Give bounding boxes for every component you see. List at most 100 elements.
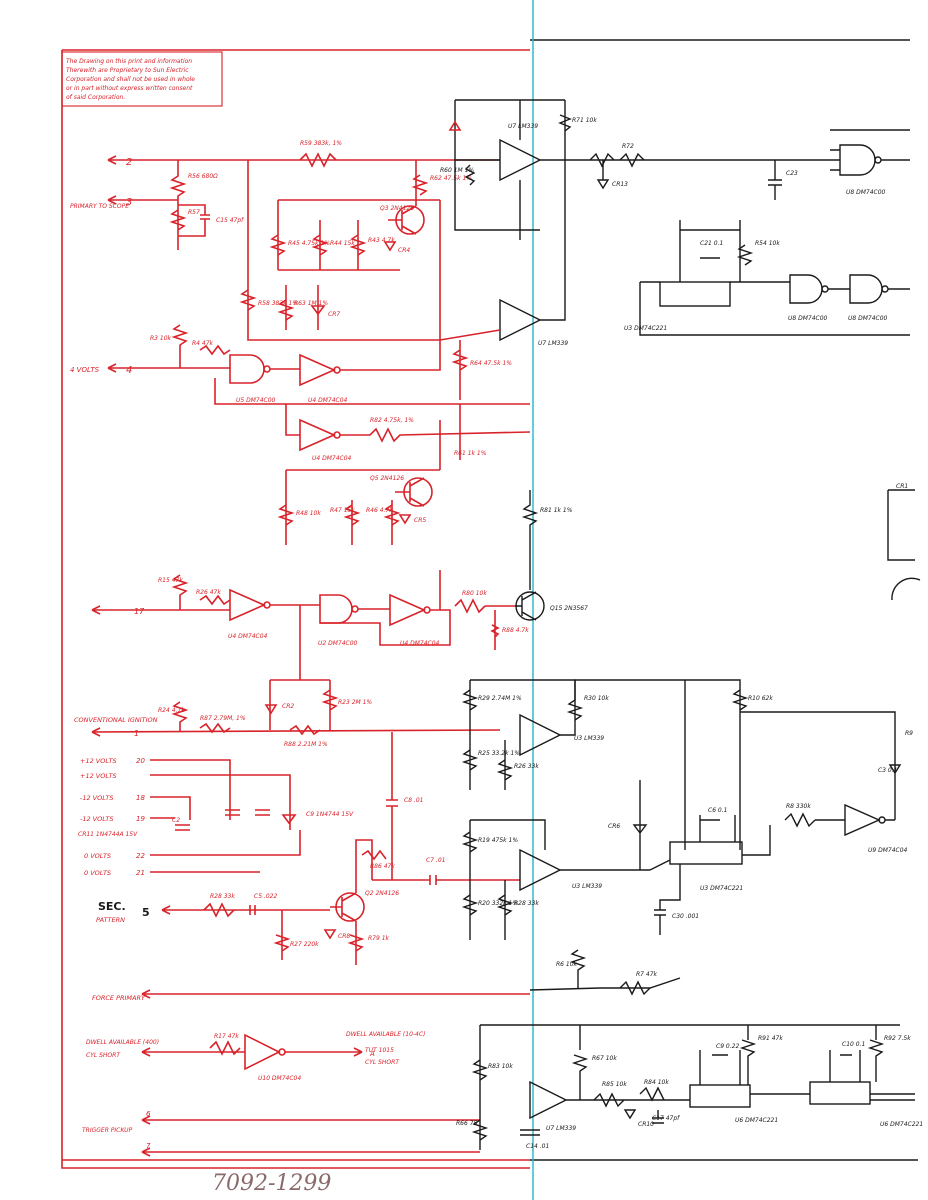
r3-label: R3 10k — [150, 335, 172, 342]
u7c-label: U7 LM339 — [546, 1125, 576, 1132]
r10-label: R10 62k — [748, 695, 773, 702]
c9b-label: C9 0.22 — [716, 1043, 739, 1050]
black-border — [530, 39, 918, 1161]
r19-label: R19 475k 1% — [478, 837, 518, 844]
label-dwell-available: DWELL AVAILABLE (400) — [86, 1039, 159, 1046]
section-ignition: CONVENTIONAL IGNITION 1 R24 4.7k R87 2.7… — [74, 679, 913, 880]
r80-label: R80 10k — [462, 590, 487, 597]
u4a-label: U4 DM74C04 — [308, 397, 348, 404]
r88-label: R88 4.7k — [502, 627, 529, 634]
u6b-label: U6 DM74C221 — [880, 1121, 923, 1128]
u10-label: U10 DM74C04 — [258, 1075, 301, 1082]
cr8-label: CR8 — [338, 933, 350, 940]
section-pin17: 17 R15 47k R26 47k U4 DM74C04 U2 DM74C00… — [91, 570, 588, 680]
r7-label: R7 47k — [636, 971, 658, 978]
cr7-label: CR7 — [328, 311, 340, 318]
pin-17: 17 — [134, 607, 145, 616]
u3a-label: U3 LM339 — [574, 735, 604, 742]
label-zero-a: 0 VOLTS — [84, 852, 111, 860]
r27-label: R27 220k — [290, 941, 319, 948]
r4-label: R4 47k — [192, 340, 214, 347]
section-supplies: +12 VOLTS 20 +12 VOLTS -12 VOLTS 18 -12 … — [78, 757, 354, 877]
u8b-label: U8 DM74C00 — [788, 315, 828, 322]
r45-label: R45 4.75k 1% — [288, 240, 330, 247]
label-dwell-available-out: DWELL AVAILABLE (10-4C) — [346, 1031, 425, 1038]
r66-label: R66 75 — [456, 1120, 478, 1127]
label-4-volts: 4 VOLTS — [70, 366, 100, 374]
section-trigger: 6 7 TRIGGER PICKUP R83 10k R66 75 U7 LM3… — [82, 1024, 923, 1157]
pin-1: 1 — [134, 729, 139, 738]
label-tut: TUT 1015 — [365, 1047, 394, 1054]
q3-label: Q3 2N4126 — [380, 205, 414, 212]
red-border — [61, 49, 530, 1169]
pin-20: 20 — [136, 757, 145, 765]
r92-label: R92 7.5k — [884, 1035, 911, 1042]
r56-label: R56 680Ω — [188, 173, 218, 180]
u4d-label: U4 DM74C04 — [400, 640, 440, 647]
section-q5: Q5 2N4126 R48 10k R47 15k R46 4.7k CR5 R… — [277, 469, 573, 590]
c7-label: C7 .01 — [426, 857, 445, 864]
q15-label: Q15 2N3567 — [550, 605, 588, 612]
c3-label: C3 0.1 — [878, 767, 897, 774]
r81-label: R81 1k 1% — [540, 507, 573, 514]
proprietary-notice: The Drawing on this print and informatio… — [61, 51, 223, 107]
c10-label: C10 0.1 — [842, 1041, 865, 1048]
u7b-label: U7 LM339 — [538, 340, 568, 347]
r61-label: R61 1k 1% — [454, 450, 487, 457]
u6a-label: U6 DM74C221 — [735, 1117, 778, 1124]
notice-line-5: of said Corporation. — [66, 94, 125, 101]
section-sec-pattern: SEC. PATTERN 5 R28 33k C5 .022 R27 220k … — [96, 780, 908, 965]
r47-label: R47 15k — [330, 507, 355, 514]
pin-4: 4 — [126, 365, 132, 376]
drawing-number: 7092-1299 — [212, 1171, 331, 1196]
r57-label: R57 — [188, 209, 200, 216]
c21-label: C21 0.1 — [700, 240, 723, 247]
r82-label: R82 4.75k, 1% — [370, 417, 414, 424]
c6-label: C6 0.1 — [708, 807, 727, 814]
c5-label: C5 .022 — [254, 893, 277, 900]
r30-label: R30 10k — [584, 695, 609, 702]
r6-label: R6 10k — [556, 961, 578, 968]
r26-label: R26 47k — [196, 589, 221, 596]
r60-label: R60 1M 1% — [440, 167, 474, 174]
r54-label: R54 10k — [755, 240, 780, 247]
r23-label: R23 2M 1% — [338, 699, 372, 706]
r72-label: R72 — [622, 143, 634, 150]
r20-label: R20 332k 1% — [478, 900, 518, 907]
r48-label: R48 10k — [296, 510, 321, 517]
u7a-label: U7 LM339 — [508, 123, 538, 130]
u4b-label: U4 DM74C04 — [312, 455, 352, 462]
r79-label: R79 1k — [368, 935, 390, 942]
r85-label: R85 10k — [602, 1081, 627, 1088]
r28-label: R28 33k — [210, 893, 235, 900]
r17-label: R17 47k — [214, 1033, 239, 1040]
r44-label: R44 15k — [330, 240, 355, 247]
r28b-label: R28 33k — [514, 900, 539, 907]
label-sec-2: PATTERN — [96, 916, 125, 924]
r68-label: R83 10k — [488, 1063, 513, 1070]
r46-label: R46 4.7k — [366, 507, 393, 514]
r25-label: R25 33.2k 1% — [478, 750, 520, 757]
label-trigger-pickup: TRIGGER PICKUP — [82, 1127, 133, 1134]
r64-label: R64 47.5k 1% — [470, 360, 512, 367]
u3d-label: U3 DM74C221 — [624, 325, 667, 332]
r15-label: R15 47k — [158, 577, 183, 584]
r86-label: R86 47k — [370, 863, 395, 870]
pin-6: 6 — [146, 1110, 151, 1118]
label-sec-1: SEC. — [98, 900, 126, 913]
label-plus12-b: +12 VOLTS — [80, 772, 117, 780]
r43-label: R43 4.7k — [368, 237, 395, 244]
r62-label: R62 47.5k 1% — [430, 175, 472, 182]
c2-label: C2 — [172, 817, 180, 824]
section-top: 2 3 PRIMARY TO SCOPE R56 680Ω R57 C15 47… — [70, 99, 910, 470]
pin-22: 22 — [136, 852, 145, 860]
u8c-label: U8 DM74C00 — [848, 315, 888, 322]
notice-line-2: Therewith are Proprietary to Sun Electri… — [66, 67, 189, 74]
pin-sec-5: 5 — [142, 906, 150, 919]
r9-label: R9 — [905, 730, 913, 737]
notice-line-1: The Drawing on this print and informatio… — [66, 58, 192, 65]
label-zero-b: 0 VOLTS — [84, 869, 111, 877]
c30-label: C30 .001 — [672, 913, 699, 920]
r63-label: R63 1M 1% — [294, 300, 328, 307]
